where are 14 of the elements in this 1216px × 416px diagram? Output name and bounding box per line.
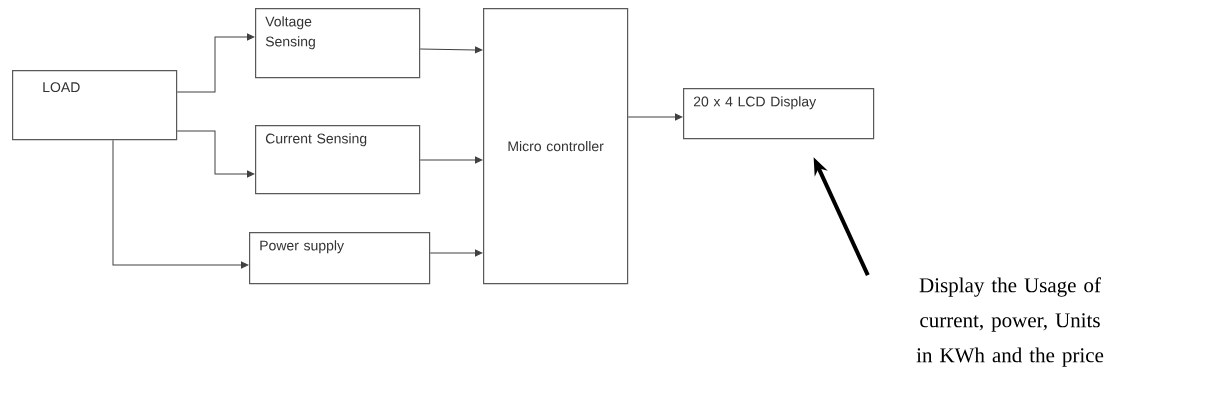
arrow (176, 33, 255, 93)
display-box: 20 x 4 LCD Display (683, 88, 875, 140)
arrow (627, 113, 683, 121)
controller-box: Micro controller (483, 8, 629, 285)
process-box: LOAD (12, 70, 178, 141)
process-box: Power supply (249, 232, 431, 285)
process-box: Current Sensing (255, 125, 421, 195)
arrow (419, 46, 483, 54)
arrow (176, 130, 255, 178)
arrow (112, 139, 249, 269)
arrow (419, 156, 483, 164)
annotation-text: Display the Usage of current, power, Units in KWh and the price (916, 277, 1104, 367)
arrow (429, 249, 483, 257)
process-box: Voltage Sensing (255, 8, 421, 79)
